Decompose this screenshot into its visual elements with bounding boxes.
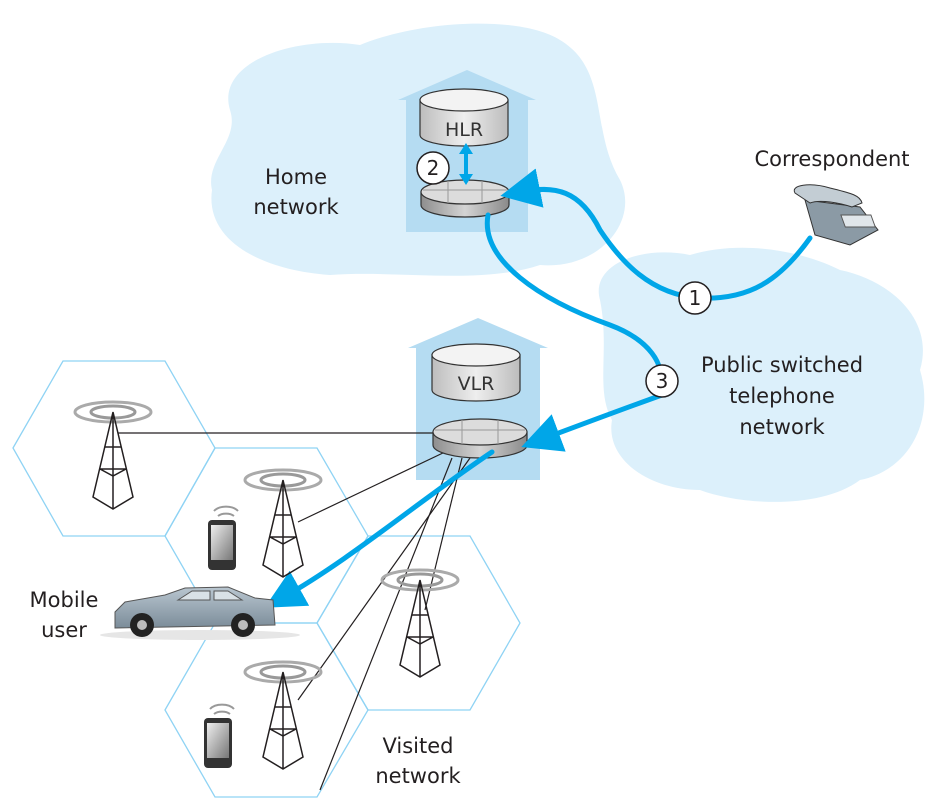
mobile-phone-icon [208, 505, 239, 570]
home-network-label-line1: Home [265, 165, 327, 189]
step-3-badge [645, 364, 679, 398]
step-1-badge [678, 281, 712, 315]
pstn-label-line2: telephone [729, 384, 835, 408]
hlr-database-icon [419, 88, 509, 147]
cell-hexagon [164, 622, 369, 798]
step-1-label: 1 [689, 286, 702, 310]
cell-hexagon [316, 535, 521, 711]
mobile-user-label-line2: user [41, 618, 87, 642]
car-icon [100, 586, 300, 640]
arrow-step-3-upper [484, 212, 664, 388]
mobile-phone-icon [204, 703, 235, 768]
step-2-badge [416, 151, 450, 185]
step-3-label: 3 [656, 369, 669, 393]
mobile-user-label-line1: Mobile [30, 588, 99, 612]
cell-tower-icon [73, 400, 153, 510]
hlr-label: HLR [445, 119, 483, 141]
home-network-label-line2: network [253, 195, 339, 219]
cell-tower-icon [243, 468, 323, 578]
cell-tower-icons [73, 400, 460, 770]
visited-network-label-line1: Visited [383, 734, 454, 758]
cell-tower-icon [243, 660, 323, 770]
arrow-step-1 [500, 168, 813, 301]
visited-network-label-line2: network [375, 764, 461, 788]
cell-hexagon [12, 360, 216, 537]
step-2-label: 2 [427, 156, 440, 180]
vlr-label: VLR [458, 373, 495, 395]
home-switch-icon [420, 179, 510, 218]
visited-switch-icon [432, 418, 528, 459]
hlr-query-arrow [459, 143, 473, 185]
cell-tower-icon [380, 568, 460, 678]
arrow-to-mobile [264, 449, 495, 608]
call-path [264, 168, 813, 608]
telephone-icon [793, 184, 879, 246]
arrow-step-3-lower [521, 392, 665, 452]
pstn-cloud [598, 247, 925, 502]
pstn-label-line1: Public switched [701, 353, 863, 377]
vlr-database-icon [431, 343, 521, 402]
pstn-label-line3: network [739, 415, 825, 439]
correspondent-label: Correspondent [754, 147, 909, 171]
